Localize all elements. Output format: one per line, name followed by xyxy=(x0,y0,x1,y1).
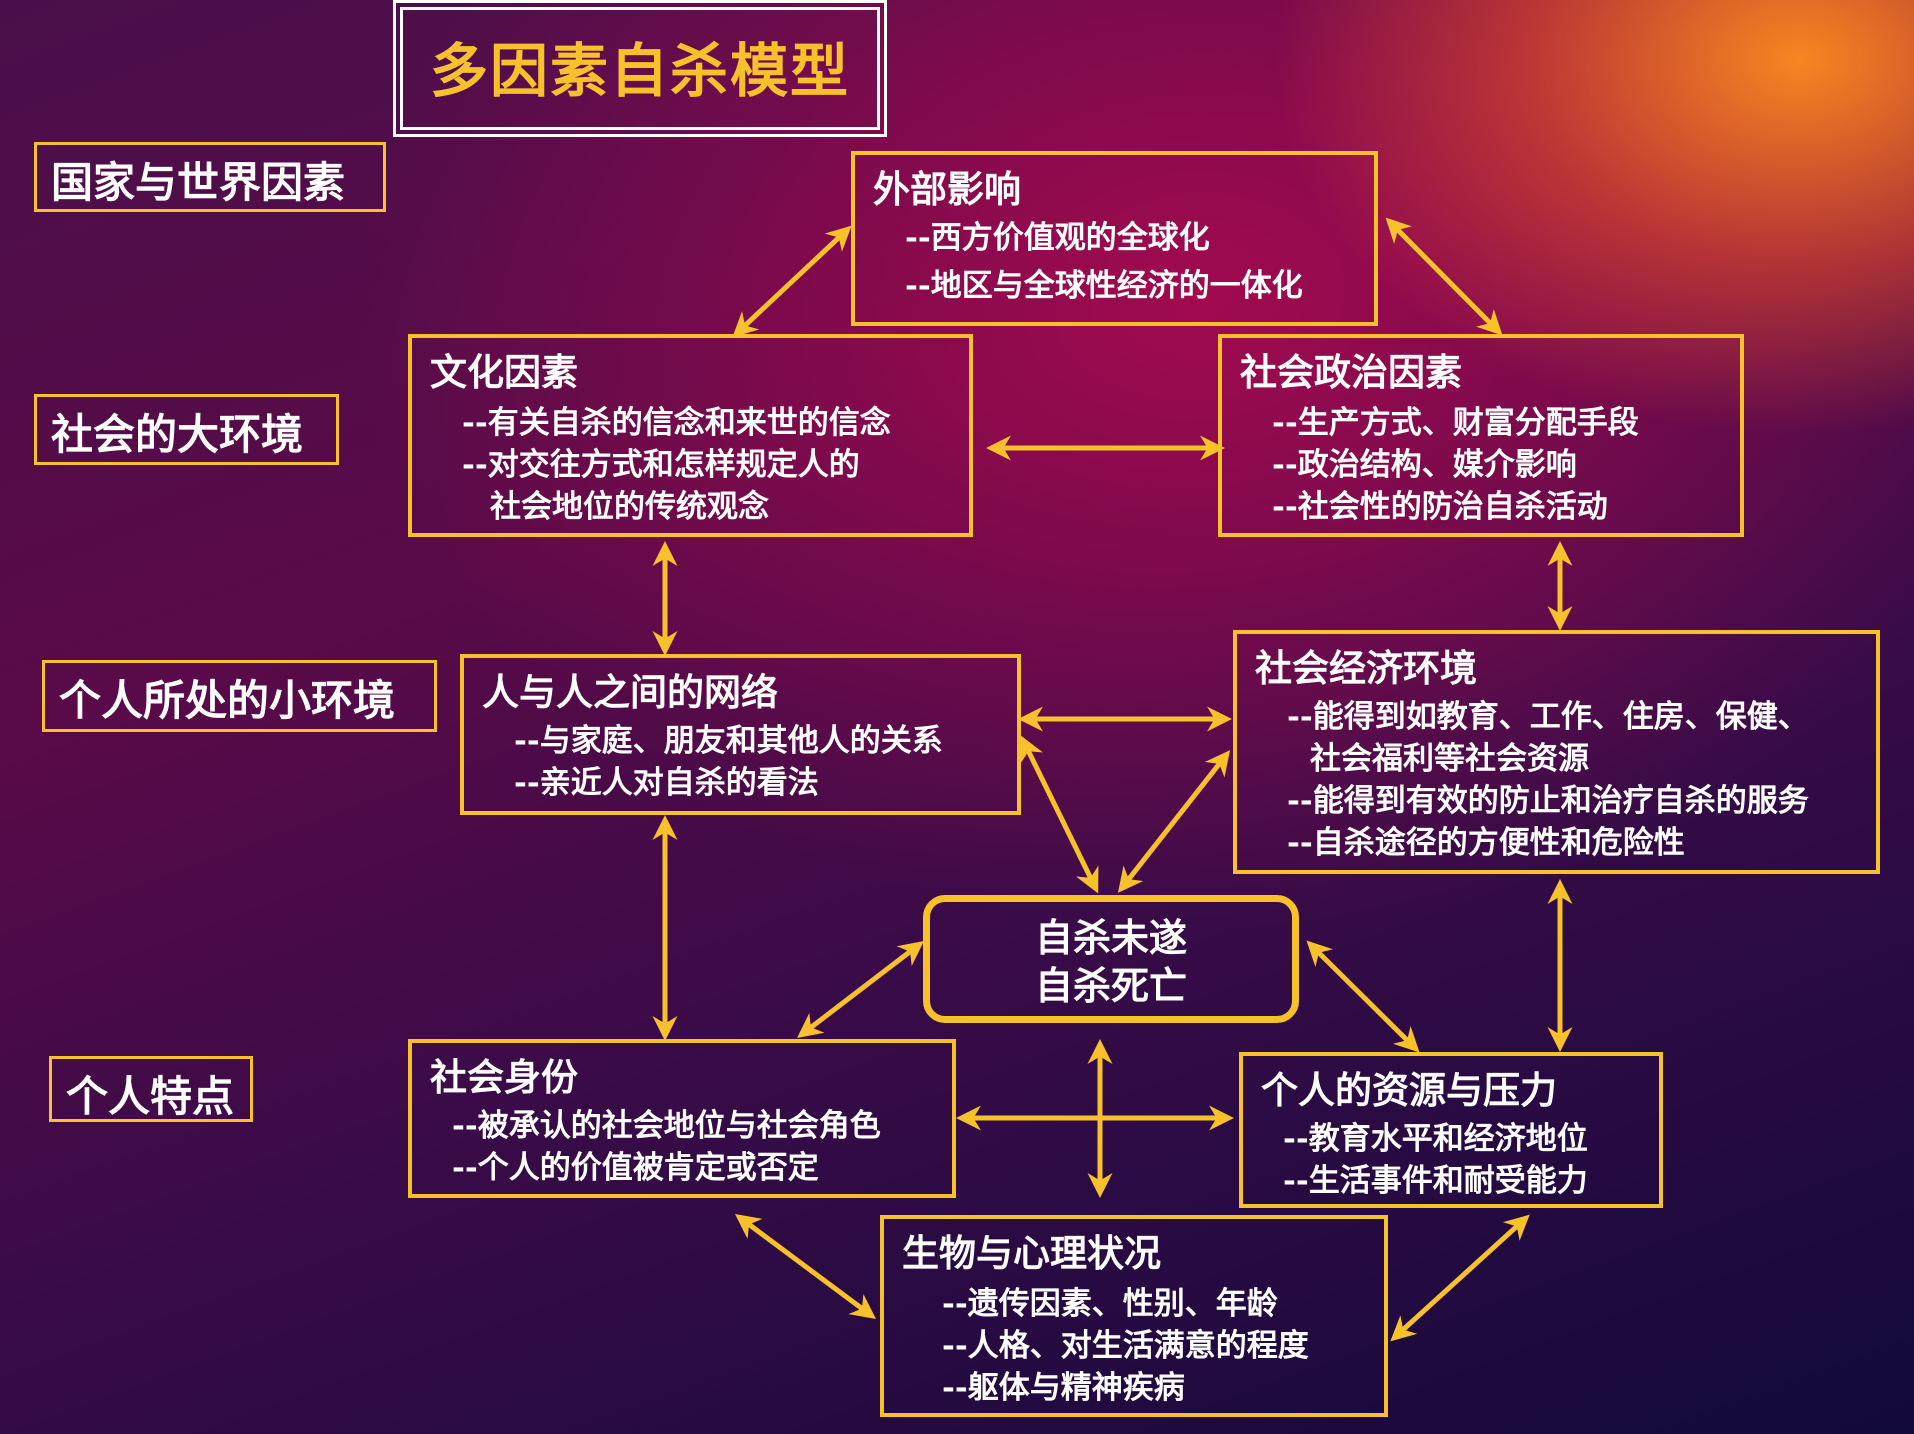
box-item: --对交往方式和怎样规定人的 xyxy=(462,447,860,483)
box-item: --教育水平和经济地位 xyxy=(1283,1121,1588,1157)
box-item: --地区与全球性经济的一体化 xyxy=(905,268,1303,304)
double-arrow xyxy=(1385,217,1503,336)
box-title: 个人的资源与压力 xyxy=(1261,1068,1557,1112)
box-title: 社会经济环境 xyxy=(1255,646,1477,690)
double-arrow xyxy=(732,225,852,338)
double-arrow xyxy=(1020,735,1099,894)
double-arrow xyxy=(734,1214,877,1319)
level-label-national: 国家与世界因素 xyxy=(34,142,386,212)
level-label-personal: 个人特点 xyxy=(49,1056,253,1122)
box-suicide-outcome: 自杀未遂 自杀死亡 xyxy=(923,895,1299,1023)
box-item: --遗传因素、性别、年龄 xyxy=(942,1286,1278,1322)
box-social-identity: 社会身份 --被承认的社会地位与社会角色 --个人的价值被肯定或否定 xyxy=(408,1039,956,1198)
box-item: --躯体与精神疾病 xyxy=(942,1370,1185,1406)
double-arrow xyxy=(797,940,924,1039)
box-biopsychological: 生物与心理状况 --遗传因素、性别、年龄 --人格、对生活满意的程度 --躯体与… xyxy=(880,1215,1388,1417)
level-label-society: 社会的大环境 xyxy=(34,394,339,465)
box-title: 社会身份 xyxy=(430,1055,578,1099)
level-label-micro-environment: 个人所处的小环境 xyxy=(42,660,437,732)
box-title: 外部影响 xyxy=(873,167,1021,211)
box-personal-resources: 个人的资源与压力 --教育水平和经济地位 --生活事件和耐受能力 xyxy=(1239,1052,1663,1208)
box-item: --生产方式、财富分配手段 xyxy=(1272,405,1639,441)
box-item: --亲近人对自杀的看法 xyxy=(514,765,819,801)
box-item: --有关自杀的信念和来世的信念 xyxy=(462,405,891,441)
double-arrow xyxy=(1306,940,1420,1053)
box-item: --西方价值观的全球化 xyxy=(905,220,1210,256)
box-sociopolitical: 社会政治因素 --生产方式、财富分配手段 --政治结构、媒介影响 --社会性的防… xyxy=(1218,334,1744,537)
box-socioeconomic: 社会经济环境 --能得到如教育、工作、住房、保健、 社会福利等社会资源 --能得… xyxy=(1233,630,1880,874)
box-item: --生活事件和耐受能力 xyxy=(1283,1163,1588,1199)
box-external-influence: 外部影响 --西方价值观的全球化 --地区与全球性经济的一体化 xyxy=(851,151,1378,326)
double-arrow xyxy=(1117,750,1231,893)
double-arrow xyxy=(1390,1214,1530,1342)
box-interpersonal-network: 人与人之间的网络 --与家庭、朋友和其他人的关系 --亲近人对自杀的看法 xyxy=(460,654,1021,815)
box-title: 文化因素 xyxy=(430,350,578,394)
box-item: --自杀途径的方便性和危险性 xyxy=(1287,825,1685,861)
box-title: 社会政治因素 xyxy=(1240,350,1462,394)
box-culture: 文化因素 --有关自杀的信念和来世的信念 --对交往方式和怎样规定人的 社会地位… xyxy=(408,334,973,537)
box-item: 社会福利等社会资源 xyxy=(1310,741,1589,777)
box-item: --个人的价值被肯定或否定 xyxy=(452,1150,819,1186)
box-title: 生物与心理状况 xyxy=(902,1231,1161,1275)
outcome-death: 自杀死亡 xyxy=(1034,963,1187,1008)
outcome-attempt: 自杀未遂 xyxy=(1034,915,1187,960)
box-item: --被承认的社会地位与社会角色 xyxy=(452,1108,881,1144)
box-item: --能得到有效的防止和治疗自杀的服务 xyxy=(1287,783,1809,819)
box-item: --社会性的防治自杀活动 xyxy=(1272,489,1608,525)
box-item: --人格、对生活满意的程度 xyxy=(942,1328,1309,1364)
box-item: --能得到如教育、工作、住房、保健、 xyxy=(1287,699,1809,735)
box-item: --政治结构、媒介影响 xyxy=(1272,447,1577,483)
box-item: --与家庭、朋友和其他人的关系 xyxy=(514,723,943,759)
page-title: 多因素自杀模型 xyxy=(393,0,887,137)
box-title: 人与人之间的网络 xyxy=(482,670,778,714)
box-item: 社会地位的传统观念 xyxy=(490,489,769,525)
